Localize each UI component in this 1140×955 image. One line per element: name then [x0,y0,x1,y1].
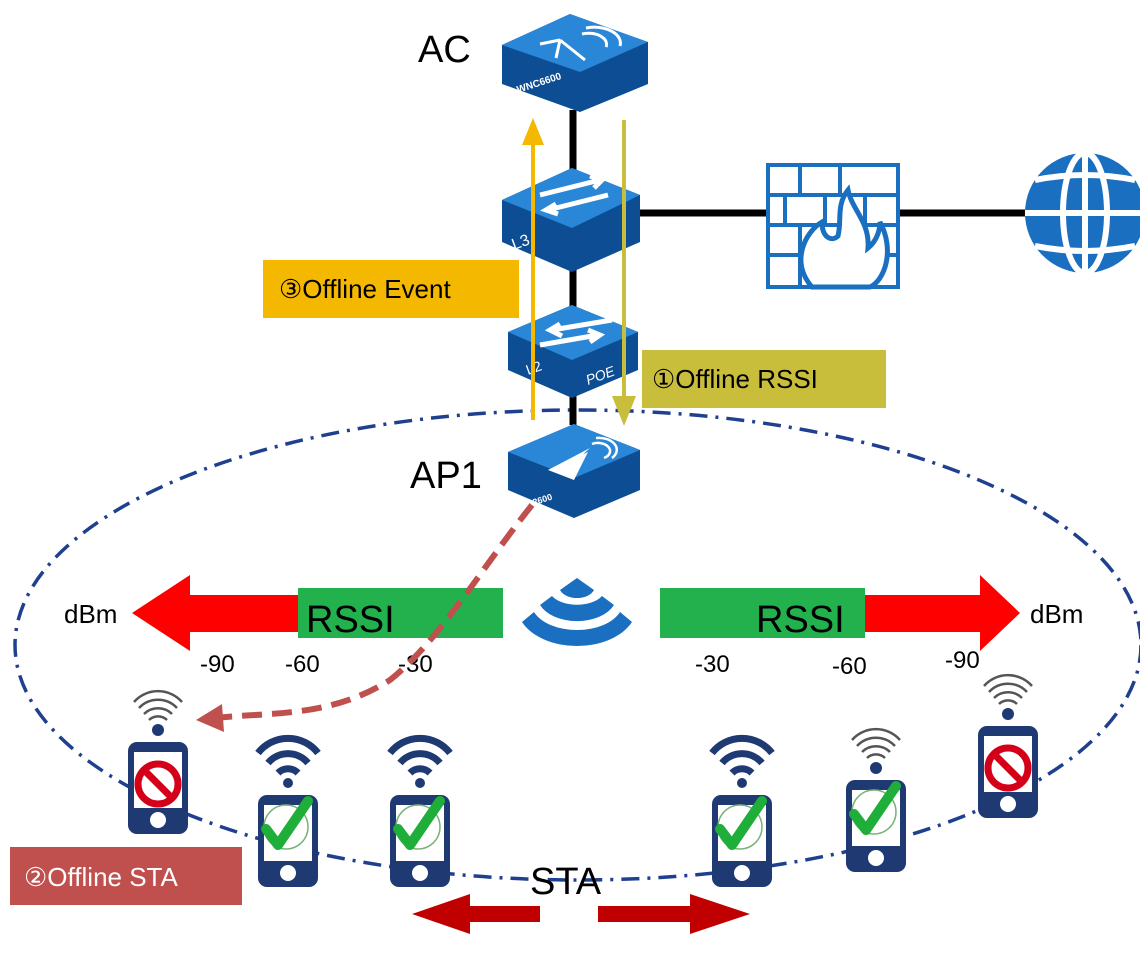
offline-sta-path [196,503,535,732]
wifi-weak-icon [132,689,184,738]
offline-event-box: ③Offline Event [263,260,519,318]
wifi-icon [539,25,622,62]
rssi-left-label: RSSI [306,599,395,641]
wifi-strong-icon [390,738,450,788]
firewall-icon [766,163,900,290]
rssi-right-arrow: RSSI dBm [660,575,1083,651]
offline-rssi-text: ①Offline RSSI [652,364,818,394]
network-links [569,110,1030,425]
ac-label: AC [418,29,471,71]
offline-sta-box: ②Offline STA [10,847,242,905]
wifi-strong-icon [712,738,772,788]
blocked-icon [988,748,1028,788]
ap1-label: AP1 [410,455,482,497]
l3-switch: L3 [502,168,640,272]
sta-3 [390,738,450,887]
wifi-weak-icon [850,727,902,776]
poe-arrows-icon [539,317,613,348]
rssi-left-arrow: RSSI dBm [64,575,503,651]
offline-event-arrow [522,118,544,420]
sta-4 [712,738,772,887]
scale-right-1: -30 [695,651,730,678]
scale-right-3: -90 [945,647,980,674]
signal-waves-icon [591,436,619,460]
globe-icon [1025,150,1140,276]
offline-sta-text: ②Offline STA [24,862,179,892]
scale-left-1: -90 [200,651,235,678]
sta-2 [258,738,318,887]
switch-arrows-icon [539,173,609,217]
offline-rssi-arrow [612,120,636,426]
dbm-right-label: dBm [1030,599,1083,629]
l3-label: L3 [510,232,533,254]
dbm-left-label: dBm [64,599,117,629]
offline-rssi-box: ①Offline RSSI [642,350,886,408]
offline-event-text: ③Offline Event [279,274,451,304]
sta-1 [128,689,188,834]
coverage-area [13,408,1140,882]
sta-left-arrow [412,894,540,934]
sta-right-arrow [598,894,750,934]
blocked-icon [138,764,178,804]
wifi-strong-icon [258,738,318,788]
wifi-weak-icon [982,673,1034,722]
wifi-broadcast-icon [522,578,632,647]
scale-right-2: -60 [832,653,867,680]
sta-label: STA [530,861,602,903]
rssi-right-label: RSSI [756,599,845,641]
ap1-device: WA2600 [508,424,640,518]
sta-6 [978,673,1038,818]
l2-poe-switch: L2 POE [508,305,638,398]
scale-left-2: -60 [285,651,320,678]
ac-device: WNC6600 [502,14,648,112]
sta-5 [846,727,906,872]
